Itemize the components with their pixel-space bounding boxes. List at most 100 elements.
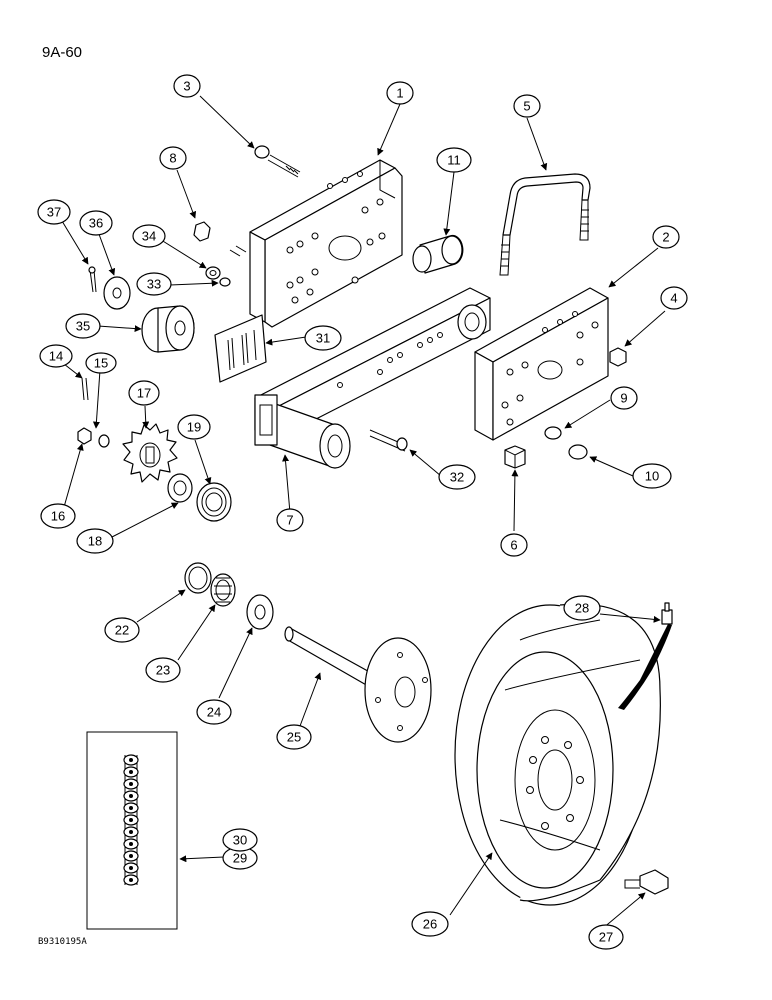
- chain-pin: [129, 758, 133, 762]
- lug-bolt: [624, 869, 669, 895]
- chain-pin: [129, 770, 133, 774]
- callout-8: 8: [159, 146, 187, 170]
- callout-22: 22: [104, 617, 140, 643]
- callout-18: 18: [76, 528, 114, 554]
- callout-label: 30: [233, 833, 247, 848]
- flange-nut: [568, 444, 588, 460]
- callout-label: 24: [207, 705, 221, 720]
- chain-pin: [129, 842, 133, 846]
- callout-1: 1: [386, 81, 414, 105]
- callout-30: 30: [222, 828, 258, 852]
- washer: [205, 245, 247, 280]
- callout-35: 35: [65, 313, 101, 339]
- chain-pin: [129, 782, 133, 786]
- chain-pin: [129, 866, 133, 870]
- callout-label: 14: [49, 349, 63, 364]
- callout-5: 5: [513, 94, 541, 118]
- castle-nut: [77, 427, 92, 445]
- side-plate: [474, 287, 609, 441]
- callout-9: 9: [610, 386, 638, 410]
- callout-label: 23: [156, 663, 170, 678]
- small-nut: [219, 277, 231, 287]
- callout-label: 1: [396, 86, 403, 101]
- callout-31: 31: [304, 325, 342, 351]
- callout-label: 25: [287, 730, 301, 745]
- spacer-ring: [167, 473, 193, 503]
- callout-36: 36: [79, 210, 113, 236]
- page-code: 9A-60: [42, 44, 83, 61]
- spindle: [284, 626, 432, 743]
- callout-15: 15: [85, 352, 117, 374]
- callout-label: 34: [142, 229, 156, 244]
- callout-25: 25: [276, 724, 312, 750]
- callout-label: 27: [599, 930, 613, 945]
- callout-32: 32: [438, 464, 476, 490]
- drawing-code: B9310195A: [38, 937, 87, 947]
- spacer-tube: [412, 234, 464, 274]
- small-washer: [98, 434, 110, 448]
- chain-pin: [129, 818, 133, 822]
- callout-2: 2: [652, 225, 680, 249]
- pivot-arm: [254, 287, 491, 469]
- callout-label: 8: [169, 151, 176, 166]
- callout-label: 3: [183, 79, 190, 94]
- lock-nut: [544, 426, 562, 440]
- callout-3: 3: [173, 74, 201, 98]
- callout-10: 10: [632, 463, 672, 489]
- callout-label: 17: [137, 386, 151, 401]
- callout-label: 22: [115, 623, 129, 638]
- callout-label: 35: [76, 319, 90, 334]
- pin-small: [81, 377, 89, 401]
- callout-24: 24: [196, 699, 232, 725]
- callout-label: 2: [662, 230, 669, 245]
- callout-label: 16: [51, 509, 65, 524]
- leader-lines: [61, 95, 666, 930]
- nut: [193, 221, 211, 242]
- chain-pin: [129, 830, 133, 834]
- sprocket: [122, 423, 178, 483]
- callout-label: 5: [523, 99, 530, 114]
- seal-washer: [246, 594, 274, 630]
- bearing: [196, 482, 232, 522]
- cotter-pin: [88, 266, 97, 293]
- mounting-bracket: [249, 159, 403, 328]
- callout-19: 19: [177, 414, 211, 440]
- callout-label: 9: [620, 391, 627, 406]
- callout-label: 15: [94, 356, 108, 371]
- callout-label: 7: [286, 513, 293, 528]
- hex-nut-right: [609, 347, 627, 367]
- callout-23: 23: [145, 657, 181, 683]
- roller-chain-box: [86, 731, 178, 930]
- flat-washer: [103, 276, 131, 310]
- callout-4: 4: [660, 286, 688, 310]
- callout-label: 31: [316, 331, 330, 346]
- callout-label: 6: [510, 538, 517, 553]
- callout-17: 17: [128, 380, 160, 406]
- slotted-plate: [214, 314, 267, 383]
- callout-27: 27: [588, 924, 624, 950]
- callout-label: 33: [147, 277, 161, 292]
- bearing-cup: [184, 562, 212, 594]
- bolt: [254, 145, 301, 178]
- callout-11: 11: [436, 147, 472, 173]
- bearing-cone: [210, 573, 236, 607]
- callout-6: 6: [500, 533, 528, 557]
- chain-pin: [129, 806, 133, 810]
- callout-label: 4: [670, 291, 677, 306]
- callout-37: 37: [37, 199, 71, 225]
- callout-33: 33: [136, 272, 172, 296]
- callout-label: 11: [447, 153, 461, 168]
- chain-pin: [129, 854, 133, 858]
- callout-label: 37: [47, 205, 61, 220]
- callout-14: 14: [39, 344, 73, 368]
- callout-label: 32: [450, 470, 464, 485]
- callout-26: 26: [411, 911, 449, 937]
- callout-28: 28: [563, 595, 601, 621]
- valve-stem: [618, 602, 673, 710]
- idler-roller: [141, 305, 195, 353]
- wheel-rim: [454, 603, 661, 906]
- callout-label: 18: [88, 534, 102, 549]
- callout-16: 16: [40, 503, 76, 529]
- callout-34: 34: [132, 224, 166, 248]
- callout-label: 26: [423, 917, 437, 932]
